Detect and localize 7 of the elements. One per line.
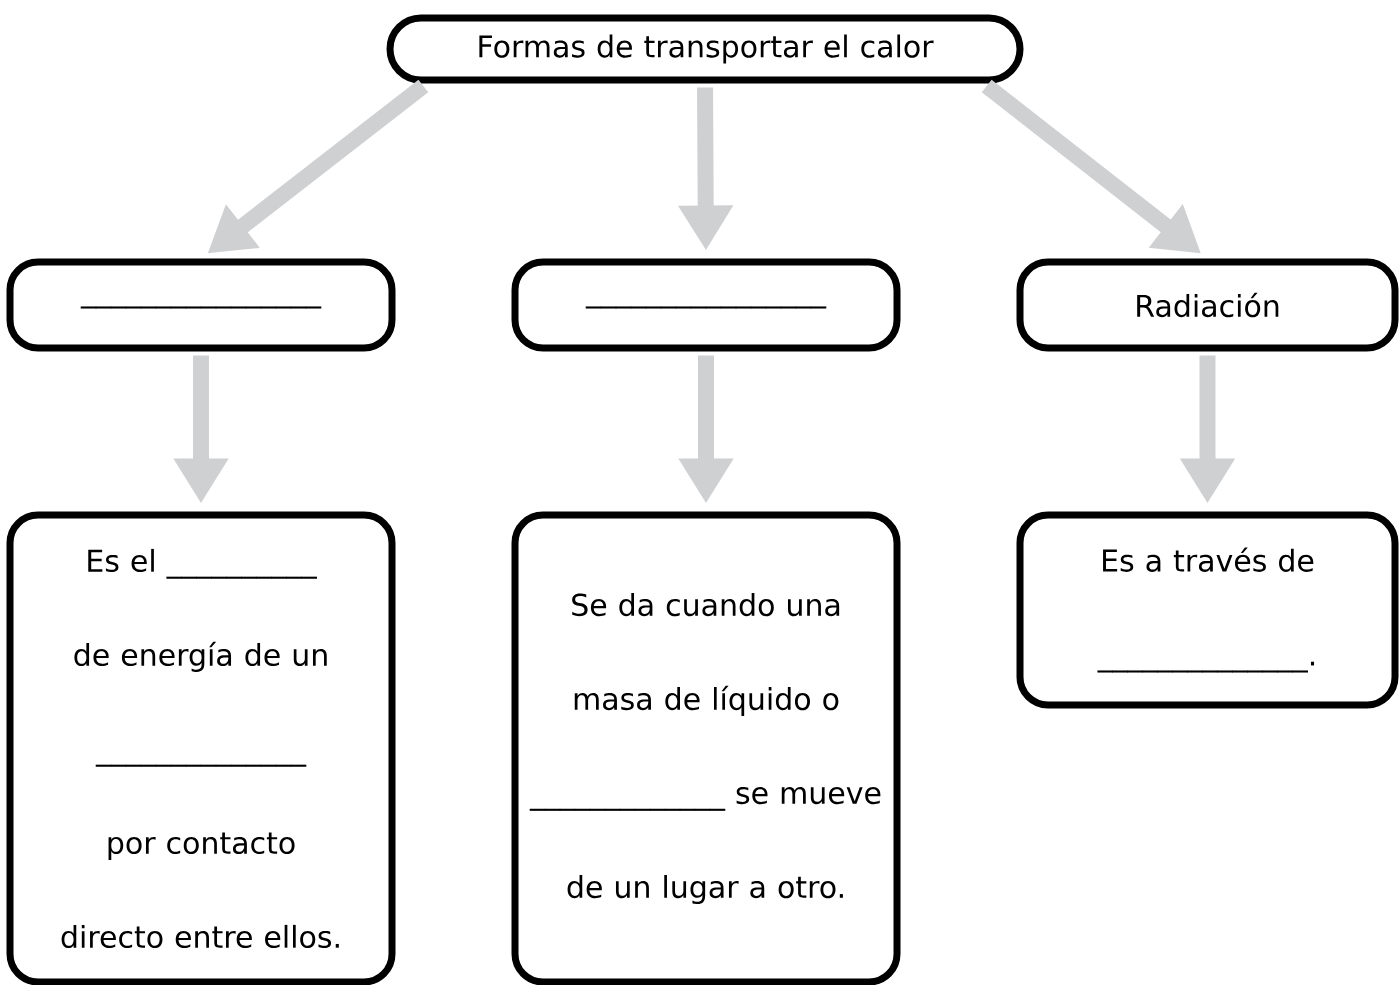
definition-box: Se da cuando una masa de líquido o _____________ se mueve de un lugar a otro. <box>511 511 901 985</box>
title-box: Formas de transportar el calor <box>386 14 1024 84</box>
answer-box: ________________ <box>511 258 901 352</box>
concept-box: Radiación <box>1016 258 1399 352</box>
answer-box: ________________ <box>6 258 396 352</box>
definition-box: Es el __________ de energía de un ______________ por contacto directo entre ellos. <box>6 511 396 985</box>
definition-box: Es a través de ______________. <box>1016 511 1399 709</box>
